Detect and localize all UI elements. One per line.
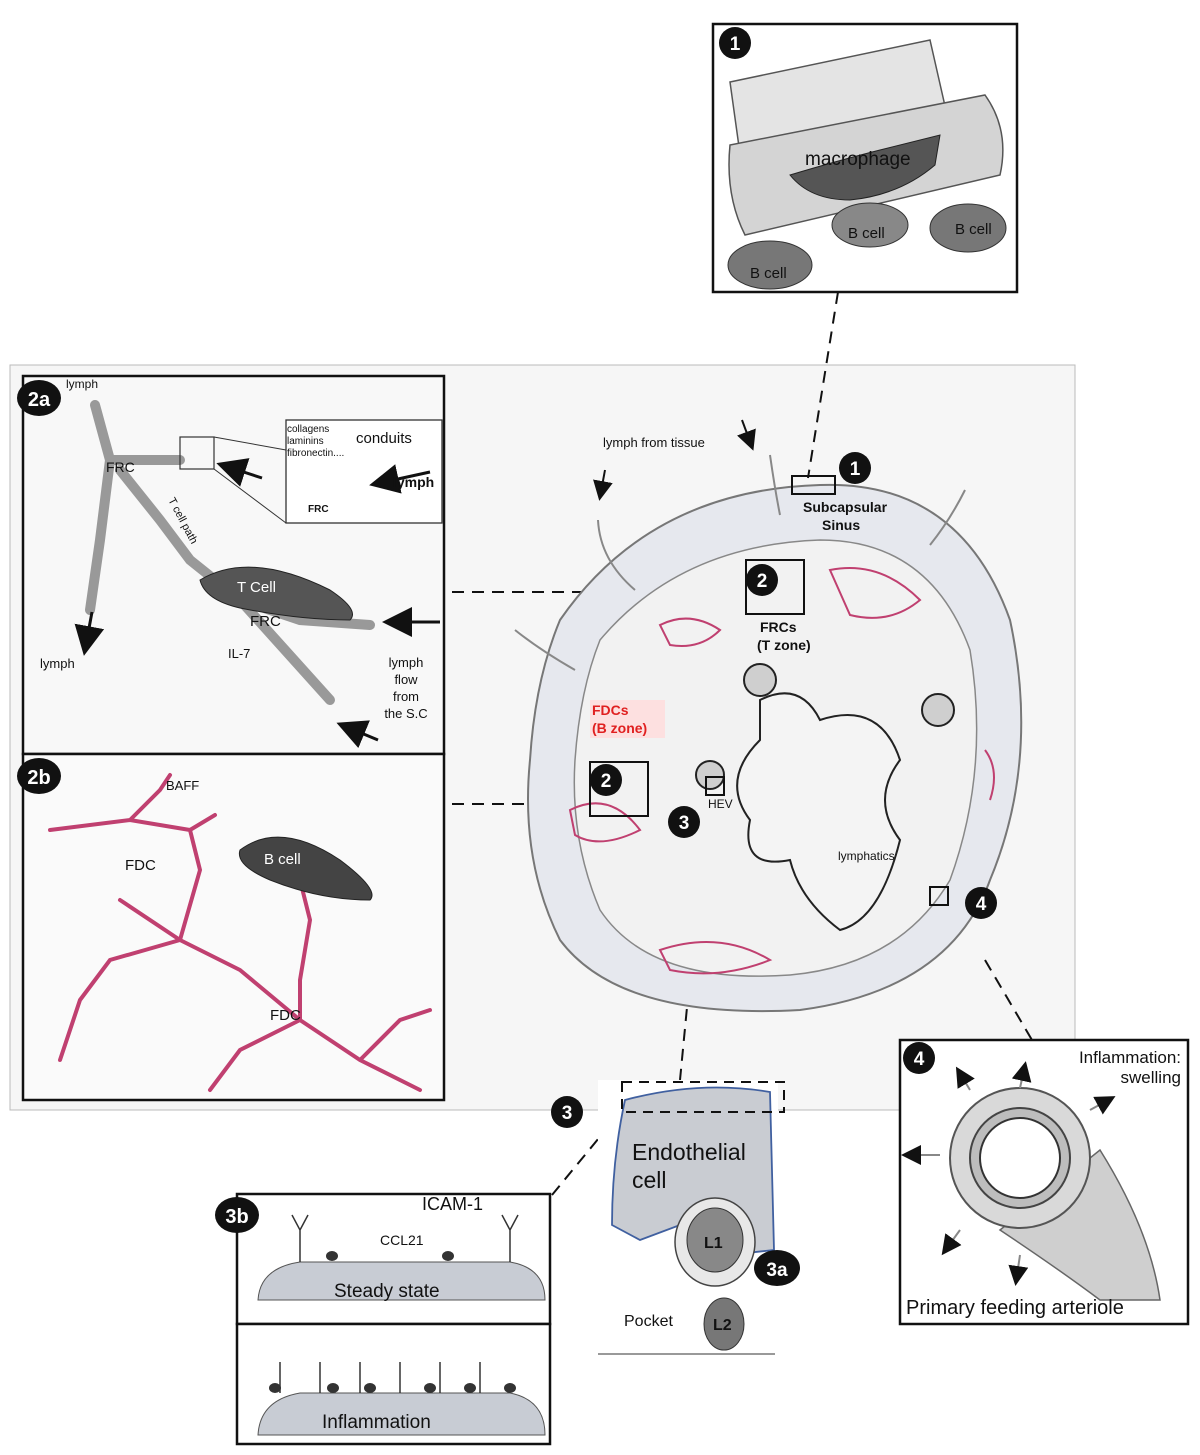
badge-3b: 3b bbox=[225, 1206, 248, 1228]
swelling-arrows bbox=[901, 1061, 1116, 1286]
fdc-zones bbox=[568, 567, 995, 975]
frc-label-2: FRC bbox=[250, 613, 281, 630]
steady-surface bbox=[257, 1261, 546, 1301]
ccl21-dots bbox=[269, 1251, 516, 1393]
lymph-flow-line2: flow bbox=[394, 672, 418, 687]
tcell-label: T Cell bbox=[237, 579, 276, 596]
inset-lymph-label: lymph bbox=[393, 474, 434, 490]
badge-1: 1 bbox=[730, 34, 741, 55]
lymphatics-shape bbox=[736, 692, 902, 932]
bcell-label: B cell bbox=[750, 265, 787, 282]
bcell-shape bbox=[238, 836, 373, 901]
panel-3b: ICAM-1 CCL21 Steady state Inflammation 3… bbox=[215, 1192, 552, 1446]
lymph-flow-line3: from bbox=[393, 689, 419, 704]
subcapsular-label-1: Subcapsular bbox=[803, 499, 888, 515]
lymph-from-tissue-label: lymph from tissue bbox=[603, 435, 705, 450]
il7-label: IL-7 bbox=[228, 646, 250, 661]
tcell-shape bbox=[199, 566, 353, 621]
steady-state-label: Steady state bbox=[334, 1281, 440, 1302]
badge-2-node-b: 2 bbox=[601, 771, 612, 792]
fibronectin-label: fibronectin.... bbox=[287, 448, 344, 459]
panel-4: Inflammation: swelling Primary feeding a… bbox=[898, 1038, 1190, 1326]
badge-1-node: 1 bbox=[850, 459, 861, 480]
l1-cell bbox=[686, 1207, 744, 1273]
hev-rings bbox=[695, 663, 955, 790]
fdcs-label-1: FDCs bbox=[592, 702, 629, 718]
inflammation-swelling-line1: Inflammation: bbox=[1079, 1048, 1181, 1067]
frcs-label-1: FRCs bbox=[760, 619, 797, 635]
icam-molecules bbox=[279, 1214, 519, 1393]
arteriole-lumen bbox=[979, 1117, 1061, 1199]
bcell-label: B cell bbox=[848, 225, 885, 242]
bcell-shape bbox=[727, 240, 813, 290]
badge-3-node: 3 bbox=[679, 813, 690, 834]
panel-2b: BAFF FDC FDC B cell 2b bbox=[17, 752, 446, 1102]
frcs-label-2: (T zone) bbox=[757, 637, 811, 653]
lymph-out-label: lymph bbox=[40, 656, 75, 671]
lymph-flow-line1: lymph bbox=[389, 655, 424, 670]
macrophage-label: macrophage bbox=[805, 149, 911, 170]
baff-label: BAFF bbox=[166, 778, 199, 793]
conduit-inset bbox=[285, 419, 443, 524]
frc-network bbox=[85, 400, 375, 705]
lymph-node: lymph from tissue Subcapsular Sinus FRCs… bbox=[514, 419, 1023, 1013]
badge-2b: 2b bbox=[27, 767, 50, 789]
arteriole-label: Primary feeding arteriole bbox=[906, 1297, 1124, 1319]
inset-frc-label: FRC bbox=[308, 504, 329, 515]
inflammation-swelling-line2: swelling bbox=[1121, 1068, 1181, 1087]
badge-4: 4 bbox=[914, 1049, 925, 1070]
badge-3a: 3a bbox=[766, 1260, 788, 1281]
lymph-label: lymph bbox=[66, 377, 98, 391]
inflammation-label: Inflammation bbox=[322, 1412, 431, 1433]
panel-1: macrophage B cell B cell B cell 1 bbox=[711, 22, 1019, 294]
hev-zoom-box bbox=[621, 1081, 785, 1113]
subcapsular-label-2: Sinus bbox=[822, 517, 860, 533]
laminins-label: laminins bbox=[287, 436, 324, 447]
bcell-shape bbox=[831, 202, 909, 248]
fdc-network bbox=[48, 773, 432, 1092]
lymph-flow-line4: the S.C bbox=[384, 706, 427, 721]
endothelial-label-2: cell bbox=[632, 1167, 667, 1193]
macrophage-shape bbox=[789, 134, 941, 201]
fdcs-label-2: (B zone) bbox=[592, 720, 647, 736]
badge-3: 3 bbox=[562, 1103, 573, 1124]
bcell-shape bbox=[929, 203, 1007, 253]
afferent-vessels bbox=[514, 454, 966, 671]
lymphatics-label: lymphatics bbox=[838, 849, 895, 863]
badge-2a: 2a bbox=[28, 389, 51, 411]
arteriole-shaft bbox=[998, 1148, 1161, 1301]
hev-label: HEV bbox=[708, 797, 733, 811]
panel-2a: lymph FRC collagens laminins fibronectin… bbox=[17, 374, 446, 756]
bcell-label: B cell bbox=[264, 851, 301, 868]
frc-label: FRC bbox=[106, 459, 135, 475]
endothelial-label-1: Endothelial bbox=[632, 1139, 746, 1165]
bcell-label: B cell bbox=[955, 221, 992, 238]
badge-4-node: 4 bbox=[976, 894, 987, 915]
badge-2-node-t: 2 bbox=[757, 571, 768, 592]
pocket-label: Pocket bbox=[624, 1313, 673, 1330]
collagens-label: collagens bbox=[287, 424, 329, 435]
fdc-label-2: FDC bbox=[270, 1007, 301, 1024]
fdc-label: FDC bbox=[125, 857, 156, 874]
l1-label: L1 bbox=[704, 1235, 723, 1252]
conduits-label: conduits bbox=[356, 430, 412, 447]
l2-label: L2 bbox=[713, 1317, 732, 1334]
l2-cell bbox=[703, 1297, 745, 1351]
icam-label: ICAM-1 bbox=[422, 1194, 483, 1214]
ccl21-label: CCL21 bbox=[380, 1232, 424, 1248]
panel-3: Endothelial cell L1 L2 Pocket 3 3a bbox=[551, 1080, 800, 1355]
